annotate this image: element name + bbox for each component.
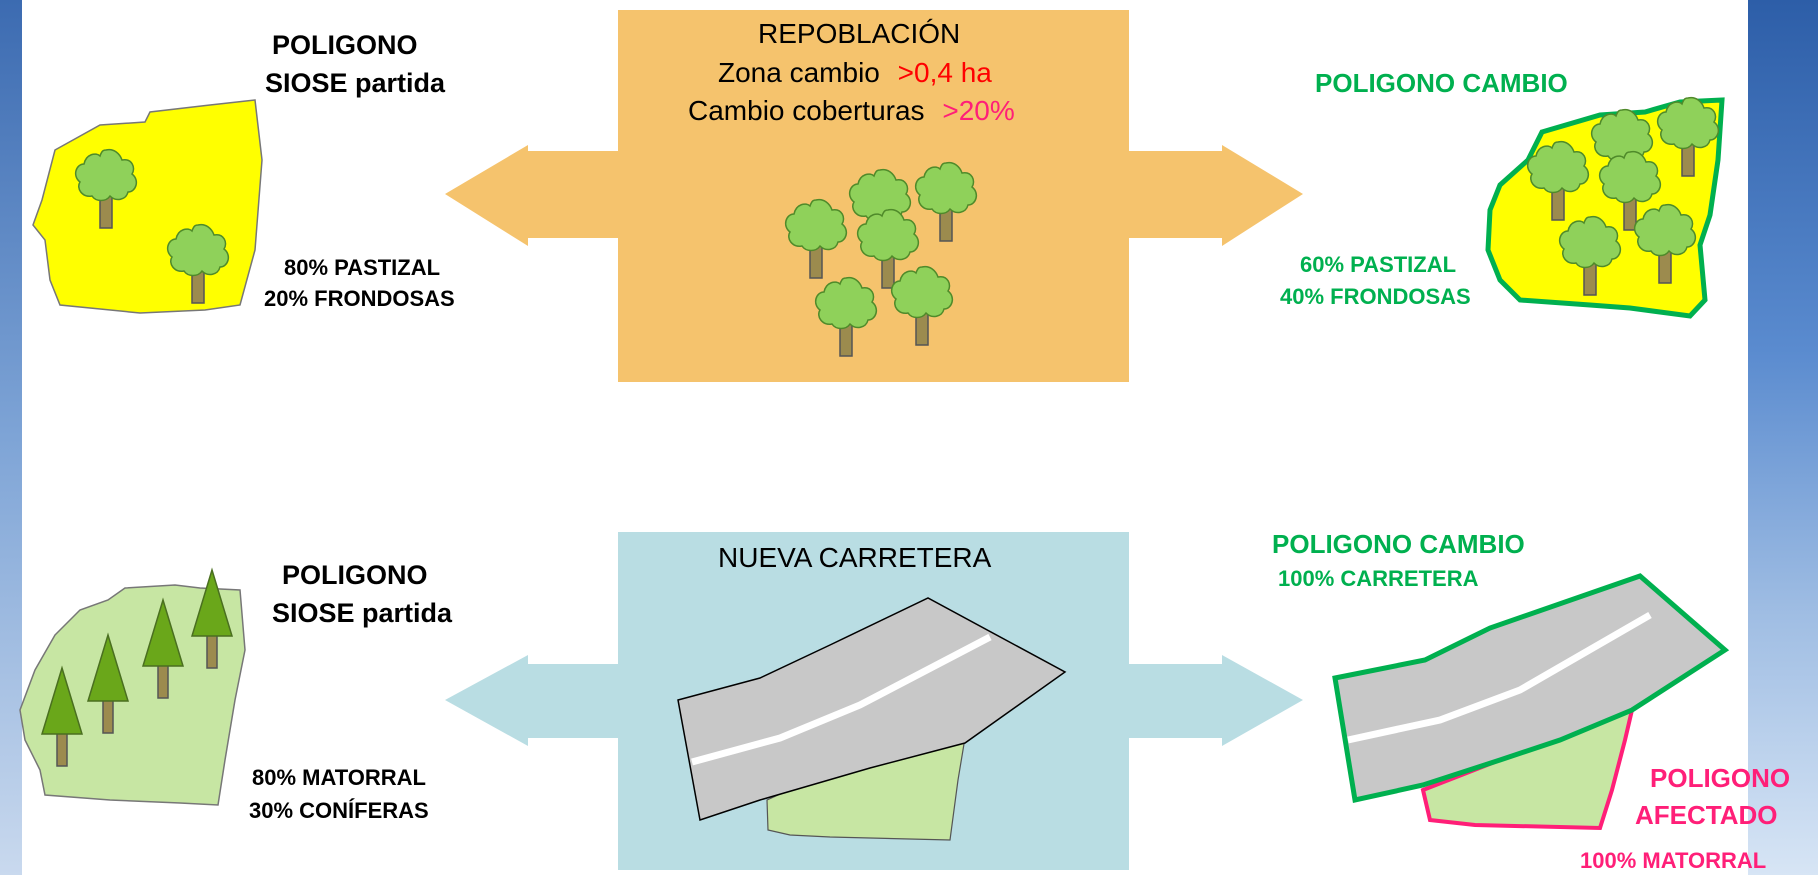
road-center-line xyxy=(691,633,992,766)
tree-icon xyxy=(784,198,848,279)
top-right-cover-line2: 40% FRONDOSAS xyxy=(1280,284,1471,309)
affected-title-line2: AFECTADO xyxy=(1635,800,1778,830)
nueva-carretera-title: NUEVA CARRETERA xyxy=(718,542,992,573)
top-left-title-line2: SIOSE partida xyxy=(265,68,446,98)
zona-cambio-line: Zona cambio >0,4 ha xyxy=(718,57,992,89)
top-left-title-line1: POLIGONO xyxy=(272,30,418,60)
zona-cambio-label: Zona cambio xyxy=(718,57,880,88)
background-right-edge xyxy=(1748,0,1818,875)
top-right-cover-line1: 60% PASTIZAL xyxy=(1300,252,1457,277)
affected-title-line1: POLIGONO xyxy=(1650,763,1791,793)
repoblacion-title: REPOBLACIÓN xyxy=(758,18,961,49)
bottom-left-title-line1: POLIGONO xyxy=(282,560,428,590)
bottom-left-cover-line1: 80% MATORRAL xyxy=(252,765,426,790)
tree-icon xyxy=(814,276,878,357)
affected-cover-line: 100% MATORRAL xyxy=(1580,848,1767,873)
zona-cambio-value: >0,4 ha xyxy=(897,57,992,88)
top-left-cover-line2: 20% FRONDOSAS xyxy=(264,286,455,311)
top-left-cover-line1: 80% PASTIZAL xyxy=(284,255,441,280)
cambio-coberturas-line: Cambio coberturas >20% xyxy=(688,95,1015,127)
cambio-coberturas-value: >20% xyxy=(942,95,1015,126)
background-left-edge xyxy=(0,0,22,875)
tree-icon xyxy=(890,265,954,346)
road-center-line xyxy=(1347,611,1652,744)
cambio-coberturas-label: Cambio coberturas xyxy=(688,95,925,126)
bottom-left-polygon xyxy=(19,584,246,806)
road-shape xyxy=(677,597,1067,821)
top-left-polygon xyxy=(32,99,263,314)
top-right-title: POLIGONO CAMBIO xyxy=(1315,68,1568,98)
bottom-right-title: POLIGONO CAMBIO xyxy=(1272,529,1525,559)
bottom-right-cover-line1: 100% CARRETERA xyxy=(1278,566,1479,591)
bottom-left-title-line2: SIOSE partida xyxy=(272,598,453,628)
bottom-left-cover-line2: 30% CONÍFERAS xyxy=(249,798,429,823)
